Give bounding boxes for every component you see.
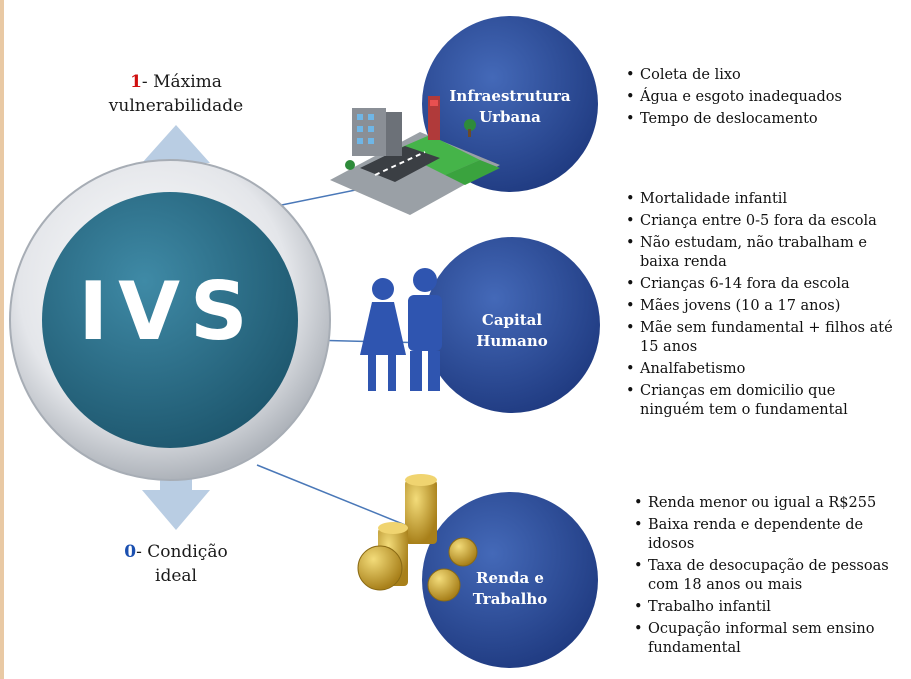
circle-infraestrutura <box>422 16 598 192</box>
scale-min-number: 0 <box>124 542 137 562</box>
ivs-circle <box>9 159 331 481</box>
title-line: Renda e <box>476 569 544 587</box>
circle-capital-humano <box>424 237 600 413</box>
title-infraestrutura: Infraestrutura Urbana <box>440 86 580 128</box>
list-item: Ocupação informal sem ensino fundamental <box>632 620 908 658</box>
list-item: Mães jovens (10 a 17 anos) <box>624 297 894 316</box>
list-item: Renda menor ou igual a R$255 <box>632 494 908 513</box>
ivs-label: IVS <box>78 265 258 358</box>
list-item: Taxa de desocupação de pessoas com 18 an… <box>632 557 908 595</box>
title-renda-trabalho: Renda e Trabalho <box>440 568 580 610</box>
left-edge-bar <box>0 0 4 679</box>
circle-renda-trabalho <box>422 492 598 668</box>
arrow-down-icon <box>142 452 210 530</box>
list-item: Crianças 6-14 fora da escola <box>624 275 894 294</box>
list-item: Baixa renda e dependente de idosos <box>632 516 908 554</box>
city-icon <box>330 96 500 215</box>
scale-max-number: 1 <box>130 72 142 92</box>
list-item: Não estudam, não trabalham e baixa renda <box>624 234 894 272</box>
list-item: Água e esgoto inadequados <box>624 88 894 107</box>
scale-min-label: 0- Condição ideal <box>96 540 256 588</box>
people-icon <box>360 268 442 391</box>
list-item: Tempo de deslocamento <box>624 110 894 129</box>
title-line: Urbana <box>479 108 541 126</box>
list-item: Mortalidade infantil <box>624 190 894 209</box>
list-item: Analfabetismo <box>624 360 894 379</box>
list-item: Coleta de lixo <box>624 66 894 85</box>
coins-icon <box>357 474 478 602</box>
title-capital-humano: Capital Humano <box>442 310 582 352</box>
title-line: Humano <box>476 332 548 350</box>
list-capital-humano: Mortalidade infantil Criança entre 0-5 f… <box>624 190 894 423</box>
scale-max-text: - Máxima <box>141 72 222 92</box>
title-line: Capital <box>481 311 543 329</box>
list-renda-trabalho: Renda menor ou igual a R$255 Baixa renda… <box>632 494 908 661</box>
scale-min-text: - Condição <box>136 542 228 562</box>
list-item: Mãe sem fundamental + filhos até 15 anos <box>624 319 894 357</box>
scale-min-text-line2: ideal <box>155 566 197 586</box>
list-item: Crianças em domicilio que ninguém tem o … <box>624 382 894 420</box>
scale-max-text-line2: vulnerabilidade <box>108 96 244 116</box>
list-item: Trabalho infantil <box>632 598 908 617</box>
title-line: Trabalho <box>472 590 548 608</box>
title-line: Infraestrutura <box>449 87 571 105</box>
scale-max-label: 1- Máxima vulnerabilidade <box>96 70 256 118</box>
list-infraestrutura: Coleta de lixo Água e esgoto inadequados… <box>624 66 894 132</box>
list-item: Criança entre 0-5 fora da escola <box>624 212 894 231</box>
